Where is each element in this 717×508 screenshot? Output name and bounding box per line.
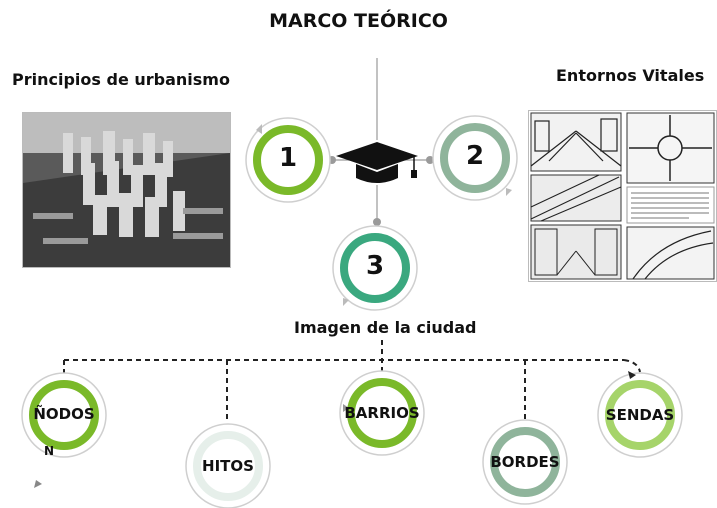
dashed-connector <box>63 340 641 420</box>
connector-dot-bottom <box>373 218 381 226</box>
element-label-barrios: BARRIOS <box>344 404 420 422</box>
number-label-1: 1 <box>278 143 298 173</box>
city-model-photo <box>22 112 231 268</box>
element-label-bordes: BORDES <box>490 453 560 471</box>
page-title: MARCO TEÓRICO <box>269 10 448 32</box>
numbered-circle-1 <box>245 117 331 203</box>
urban-sketches-image <box>528 110 717 282</box>
element-circle-nodos <box>21 372 107 488</box>
numbered-circle-3 <box>332 225 418 311</box>
number-label-2: 2 <box>465 141 485 171</box>
element-circle-barrios <box>339 370 425 456</box>
connector-dot-right <box>426 156 434 164</box>
element-label-sendas: SENDAS <box>605 406 675 424</box>
label-entornos-vitales: Entornos Vitales <box>556 66 705 85</box>
element-circle-sendas <box>597 371 683 458</box>
element-label-nodos: ÑODOS <box>33 405 95 423</box>
element-label-hitos: HITOS <box>202 457 254 475</box>
stray-letter-n: N <box>44 444 55 458</box>
label-imagen-ciudad: Imagen de la ciudad <box>294 318 477 337</box>
number-label-3: 3 <box>365 251 385 281</box>
numbered-circle-2 <box>432 115 518 201</box>
element-circle-hitos <box>185 423 271 508</box>
graduation-cap-icon <box>336 142 418 183</box>
element-circle-bordes <box>482 419 568 505</box>
label-principios-urbanismo: Principios de urbanismo <box>12 70 230 89</box>
